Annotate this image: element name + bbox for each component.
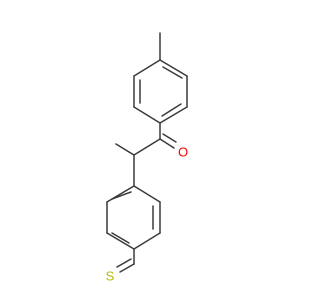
bond-carbonyl-o-1 (159, 138, 175, 149)
bond-ring1-3 (159, 106, 188, 124)
bond-ring1-inner-2 (161, 103, 182, 117)
sulfur-atom-label: S (106, 269, 115, 284)
bond-ring2-3 (133, 232, 161, 250)
oxygen-atom-label: O (178, 145, 188, 160)
bond-ch-methyl (115, 143, 135, 156)
bond-carbonyl-o-2 (162, 133, 177, 143)
bond-ring1-inner-1 (162, 66, 183, 79)
bond-cs-double-1 (119, 263, 135, 273)
structure-diagram: O S (106, 32, 188, 284)
molecule-canvas: O S (105, 32, 189, 284)
bond-ring2-4 (106, 232, 135, 250)
atom-labels: O S (106, 145, 188, 284)
bond-ring1-1 (159, 59, 188, 77)
bond-carbonyl-to-ch (133, 138, 161, 156)
bond-ring2-inner-3 (111, 191, 132, 200)
bond-ring1-6 (133, 59, 161, 77)
bond-ring2-1 (133, 185, 161, 203)
bond-ring2-6 (106, 185, 135, 203)
bond-cs-double-2 (116, 258, 132, 268)
bonds-group (106, 32, 188, 273)
bond-ring1-4 (133, 106, 161, 124)
bond-ring2-inner-2 (111, 232, 130, 244)
